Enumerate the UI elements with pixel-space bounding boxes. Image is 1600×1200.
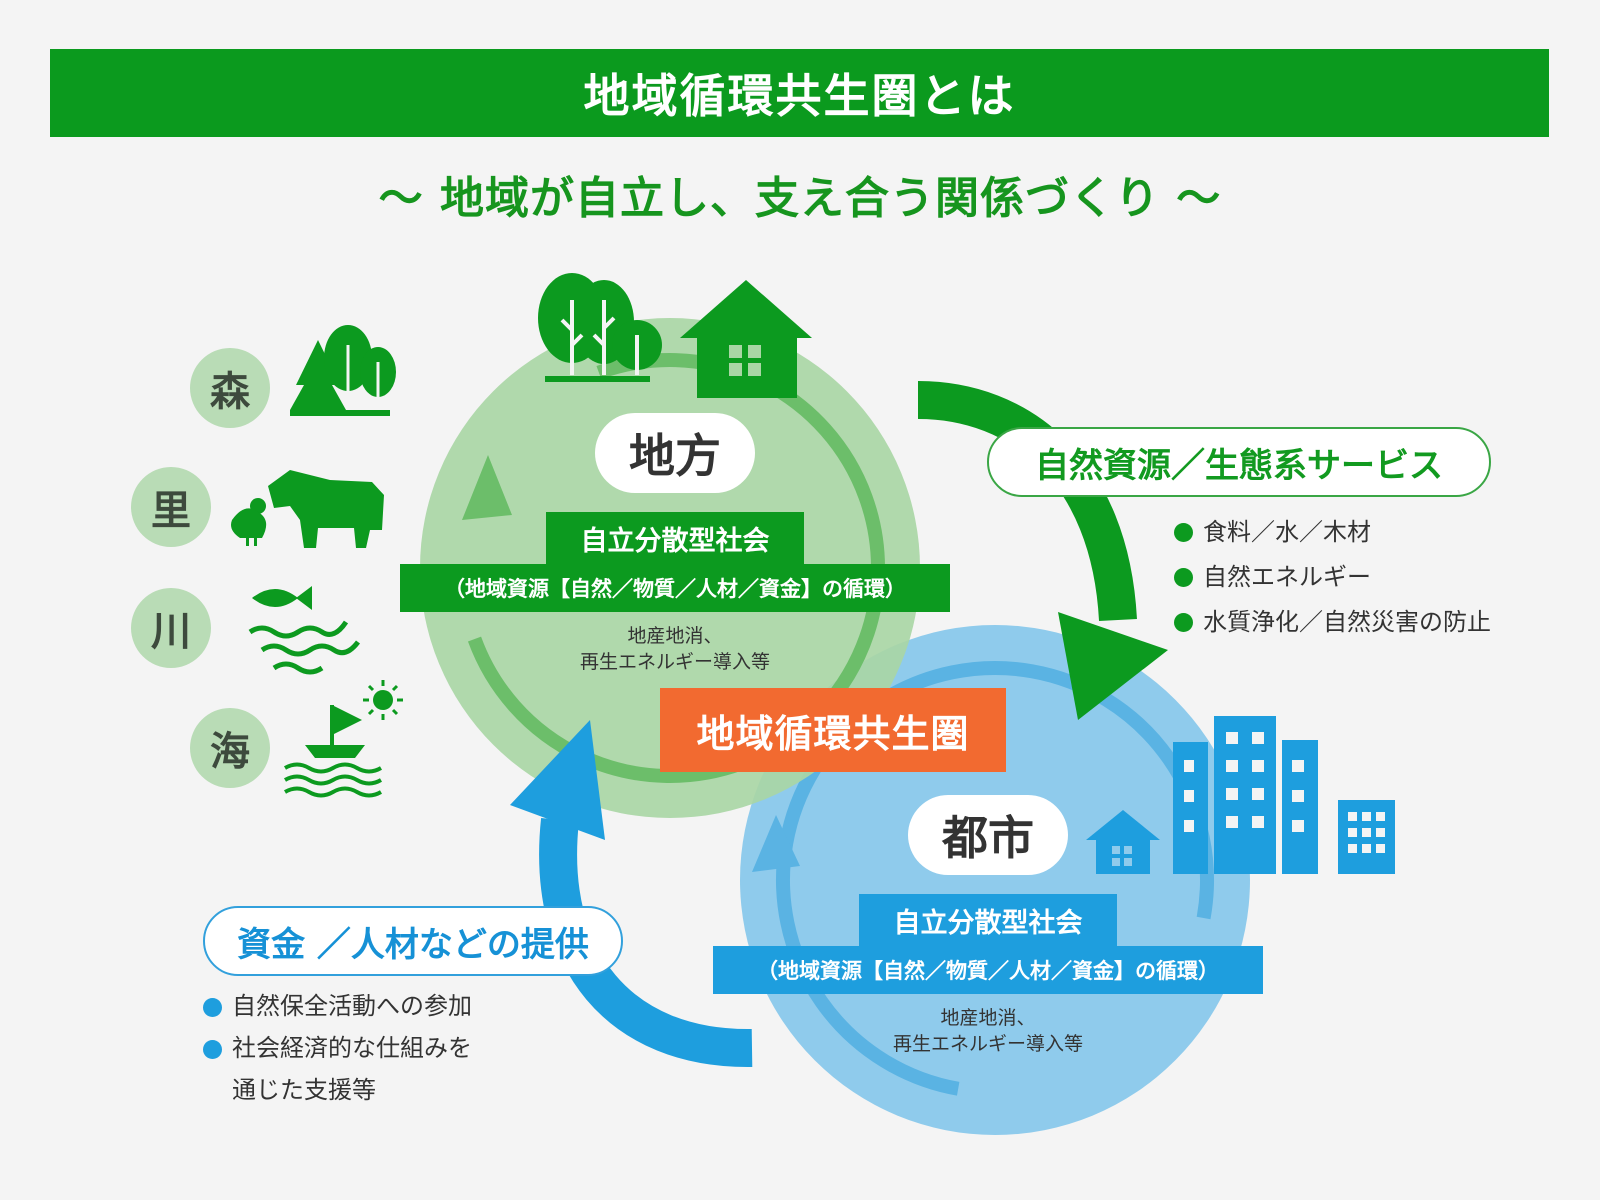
- list-item: 食料／水／木材: [1174, 510, 1491, 555]
- bullet-icon: [1174, 523, 1193, 542]
- sailboat-icon: [305, 705, 365, 758]
- city-society-subtitle: （地域資源【自然／物質／人材／資金】の循環）: [713, 946, 1263, 994]
- region-label: 地方: [595, 413, 755, 493]
- list-item: 社会経済的な仕組みを: [203, 1027, 472, 1069]
- badge-village: 里: [131, 467, 211, 547]
- funding-list: 自然保全活動への参加 社会経済的な仕組みを 通じた支援等: [203, 985, 472, 1111]
- badge-forest: 森: [190, 348, 270, 428]
- region-society-title: 自立分散型社会: [546, 512, 804, 564]
- bullet-icon: [1174, 613, 1193, 632]
- region-note: 地産地消、 再生エネルギー導入等: [545, 623, 805, 675]
- waves-icon: [248, 620, 360, 675]
- city-label: 都市: [908, 795, 1068, 875]
- nature-services-list: 食料／水／木材 自然エネルギー 水質浄化／自然災害の防止: [1174, 510, 1491, 645]
- list-item: 自然エネルギー: [1174, 555, 1491, 600]
- mori-tree-icon: [290, 325, 396, 416]
- center-label: 地域循環共生圏: [660, 688, 1006, 772]
- sea-waves-icon: [283, 762, 383, 798]
- city-society-title: 自立分散型社会: [859, 894, 1117, 946]
- chicken-icon: [231, 498, 267, 546]
- region-note-line1: 地産地消、: [627, 625, 723, 647]
- list-item: 通じた支援等: [232, 1076, 376, 1104]
- fish-icon: [252, 586, 312, 610]
- region-note-line2: 再生エネルギー導入等: [579, 651, 770, 673]
- bullet-icon: [203, 998, 222, 1017]
- list-item: 自然保全活動への参加: [203, 985, 472, 1027]
- city-ring-arrowhead: [752, 815, 800, 872]
- city-note-line1: 地産地消、: [940, 1007, 1036, 1029]
- blue-flow-arrow: [539, 817, 753, 1068]
- region-ring-arrowhead: [462, 455, 512, 520]
- bullet-icon: [1174, 568, 1193, 587]
- badge-river: 川: [131, 588, 211, 668]
- green-flow-arrowhead: [1058, 612, 1168, 720]
- funding-callout: 資金 ／人材などの提供: [203, 906, 623, 976]
- blue-flow-arrowhead: [510, 720, 605, 840]
- page-title: 地域循環共生圏とは: [50, 49, 1549, 137]
- region-society-subtitle: （地域資源【自然／物質／人材／資金】の循環）: [400, 564, 950, 612]
- city-note: 地産地消、 再生エネルギー導入等: [858, 1005, 1118, 1057]
- list-item: 水質浄化／自然災害の防止: [1174, 600, 1491, 645]
- building-icon: [1173, 716, 1395, 874]
- house-icon: [680, 280, 812, 398]
- badge-sea: 海: [190, 708, 270, 788]
- bullet-icon: [203, 1040, 222, 1059]
- page-subtitle: ～ 地域が自立し、支え合う関係づくり ～: [378, 173, 1222, 224]
- small-house-icon: [1086, 810, 1160, 874]
- nature-services-callout: 自然資源／生態系サービス: [987, 427, 1491, 497]
- sun-icon: [363, 680, 403, 720]
- cow-icon: [268, 470, 384, 548]
- city-note-line2: 再生エネルギー導入等: [892, 1033, 1083, 1055]
